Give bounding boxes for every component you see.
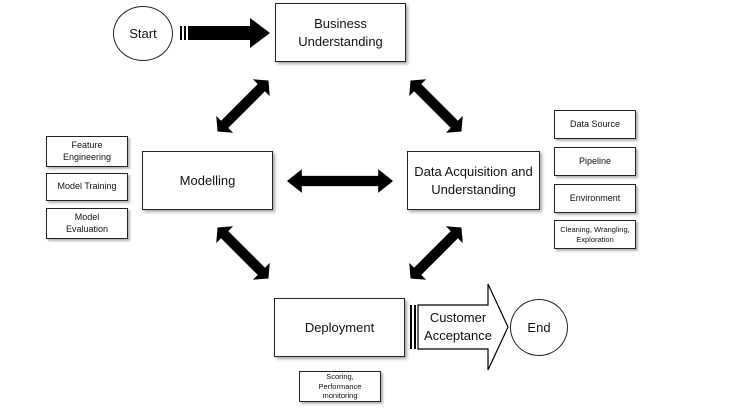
start-node: Start bbox=[113, 6, 173, 61]
modelling-deployment-arrow bbox=[209, 219, 277, 287]
business-understanding-box: Business Understanding bbox=[275, 3, 406, 62]
cleaning-wrangling-task: Cleaning, Wrangling, Exploration bbox=[554, 220, 636, 249]
data-acquisition-box: Data Acquisition and Understanding bbox=[407, 151, 540, 210]
scoring-monitoring-task: Scoring, Performance monitoring bbox=[299, 371, 381, 402]
model-training-task: Model Training bbox=[46, 173, 128, 201]
model-evaluation-task: Model Evaluation bbox=[46, 208, 128, 239]
data-source-task: Data Source bbox=[554, 110, 636, 139]
feature-engineering-task: Feature Engineering bbox=[46, 136, 128, 167]
data-deployment-arrow bbox=[402, 219, 470, 287]
environment-task: Environment bbox=[554, 184, 636, 213]
pipeline-task: Pipeline bbox=[554, 147, 636, 176]
modelling-box: Modelling bbox=[142, 151, 273, 210]
business-modelling-arrow bbox=[209, 72, 277, 140]
customer-acceptance-label: Customer Acceptance bbox=[424, 310, 492, 343]
deployment-box: Deployment bbox=[274, 298, 405, 357]
modelling-data-arrow bbox=[287, 169, 393, 193]
end-node: End bbox=[510, 299, 568, 356]
customer-acceptance-arrow bbox=[410, 283, 509, 371]
start-to-business-arrow bbox=[180, 18, 270, 48]
business-data-arrow bbox=[402, 72, 470, 140]
